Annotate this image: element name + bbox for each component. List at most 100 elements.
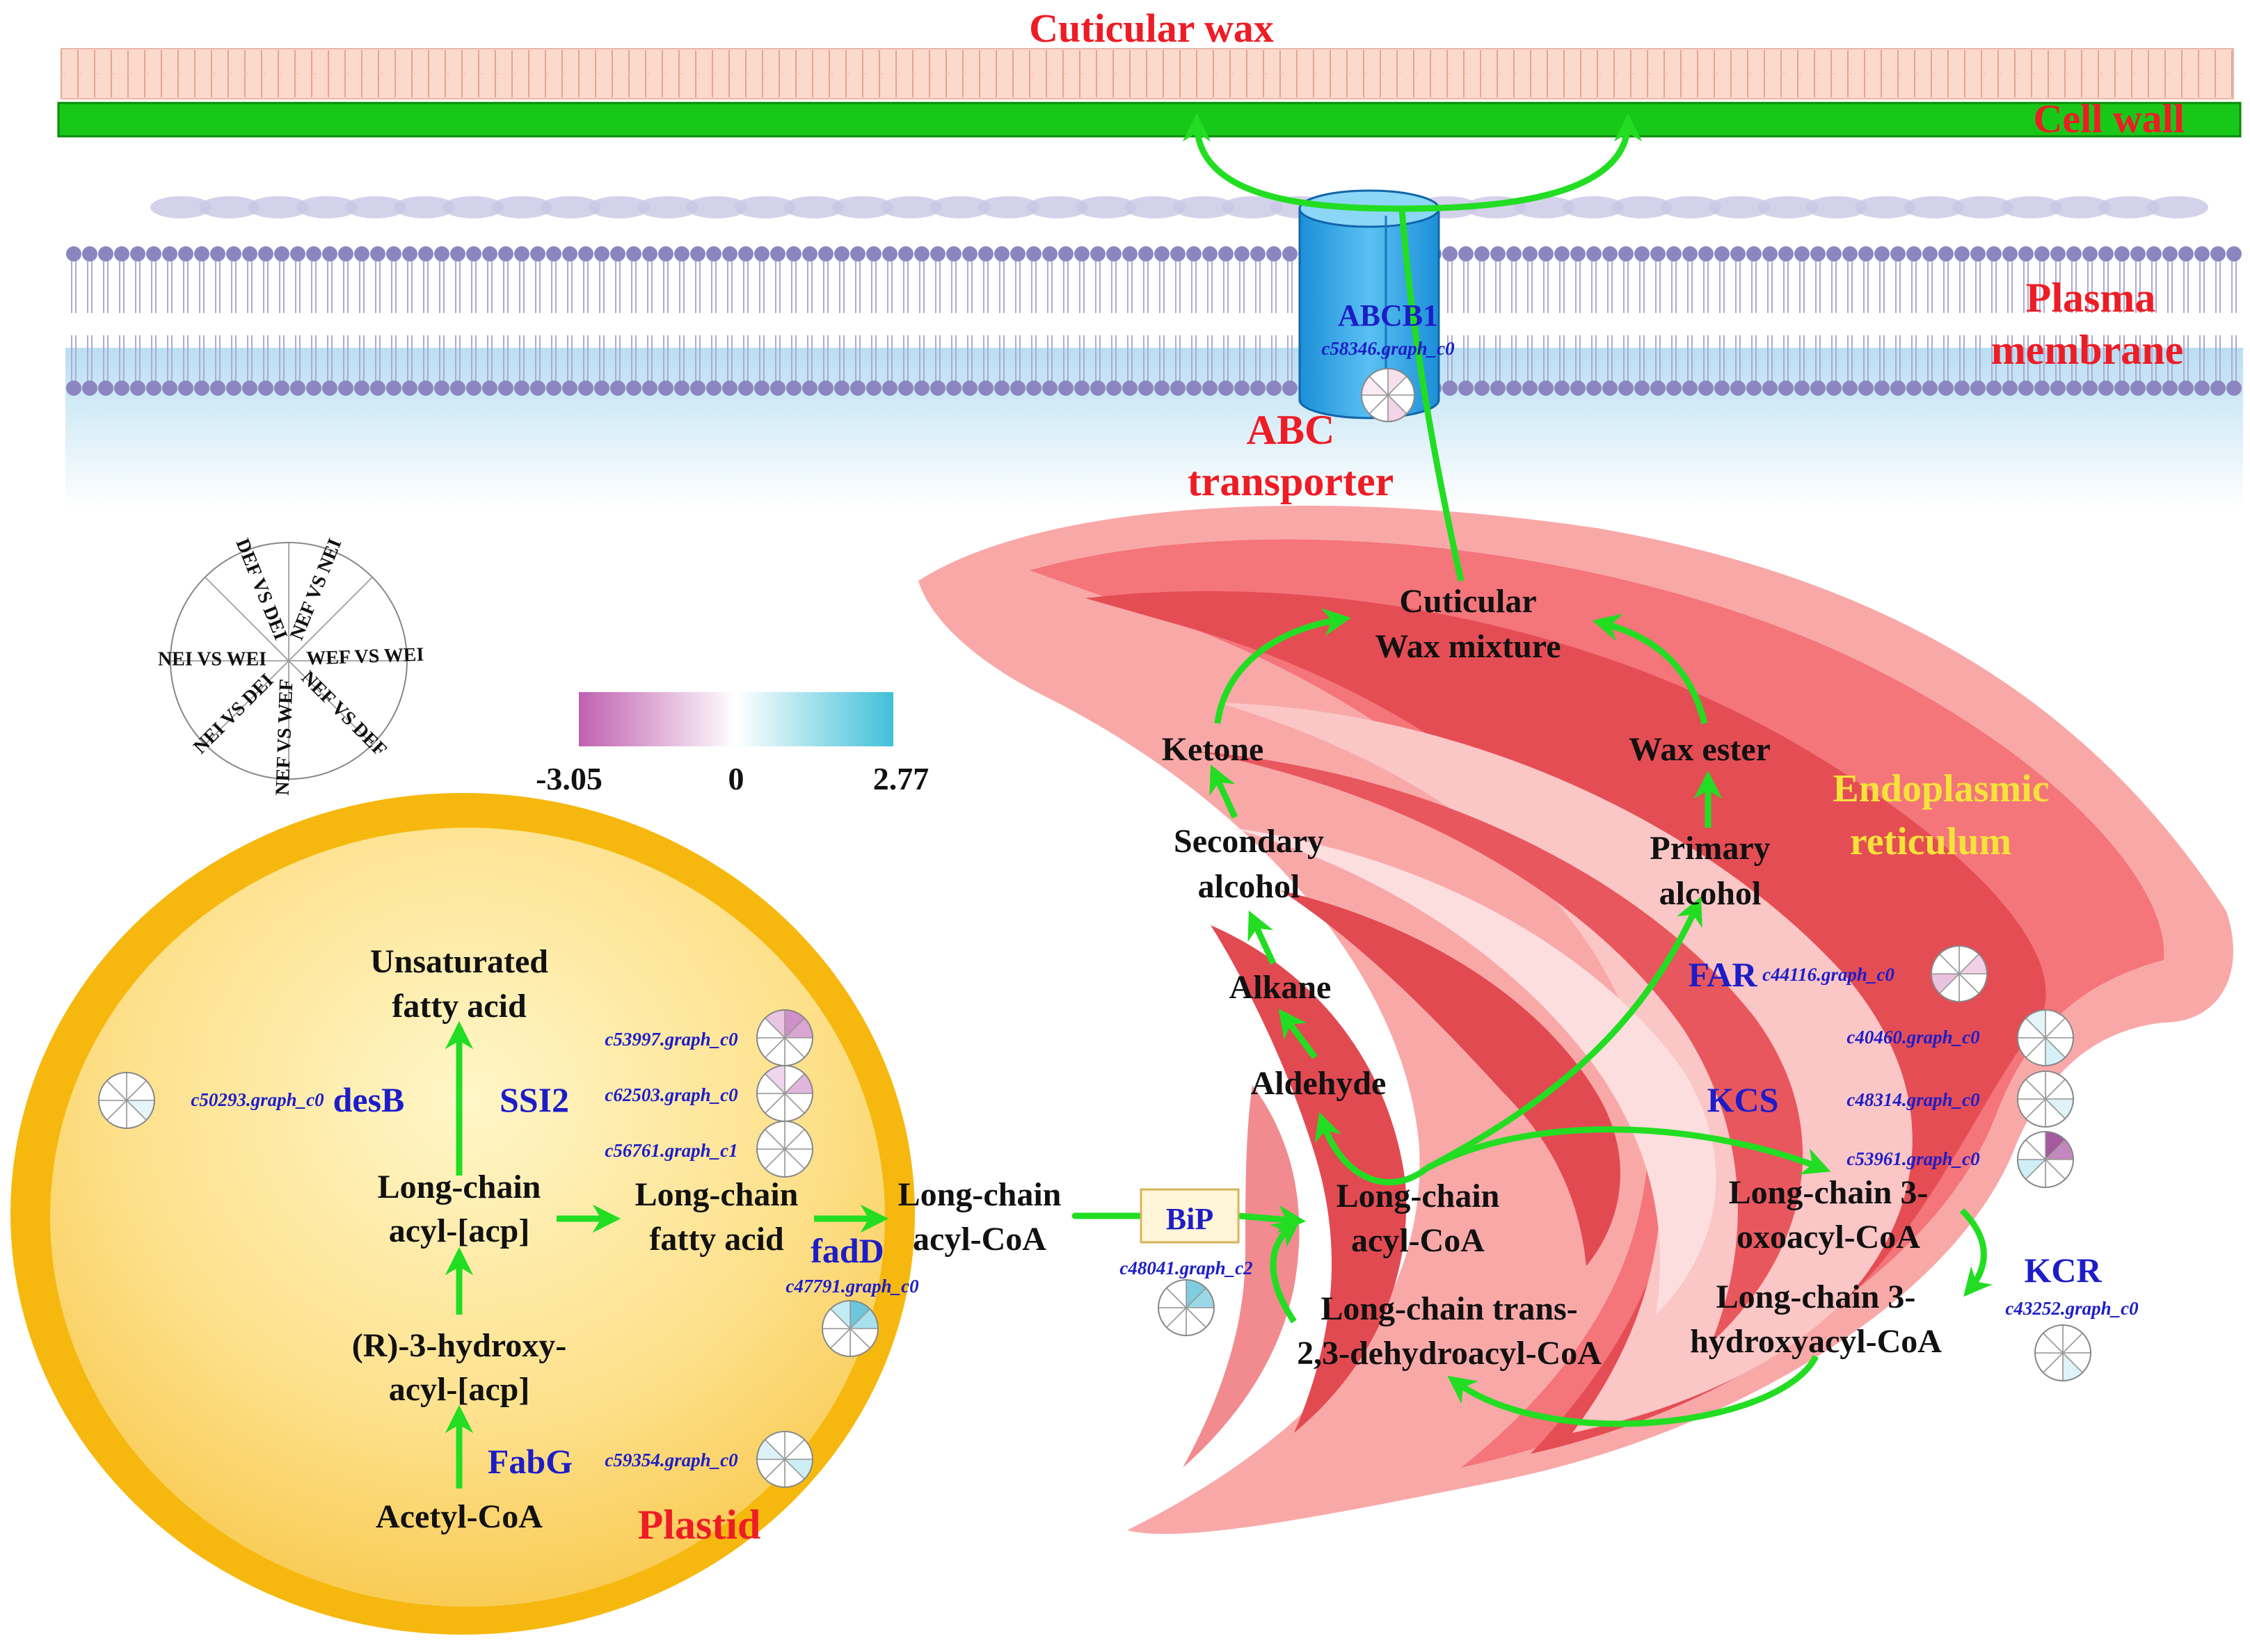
arrow-alkane-to-secondary-alcohol	[1247, 910, 1277, 965]
dehydroacyl-coa-label-1: Long-chain trans-	[1321, 1290, 1577, 1327]
metabolite-labels: Acetyl-CoA (R)-3-hydroxy- acyl-[acp] Lon…	[352, 583, 1942, 1535]
hydroxyacyl-coa-label-1: Long-chain 3-	[1716, 1278, 1916, 1315]
abc-transporter-label-2: transporter	[1188, 458, 1394, 504]
bip-box	[1140, 1188, 1240, 1244]
scale-mid-label: 0	[728, 761, 744, 796]
hydroxyacyl-acp-label-1: (R)-3-hydroxy-	[352, 1327, 566, 1364]
fadd-label: fadD	[811, 1231, 884, 1270]
secondary-alcohol-label-1: Secondary	[1174, 823, 1324, 860]
legend-pie	[170, 542, 408, 780]
arrow-oxoacyl-to-hydroxyacyl	[1959, 1208, 1993, 1297]
gene-ssi2-c: c56761.graph_c1	[605, 1140, 737, 1161]
color-scale: -3.05 0 2.77	[536, 692, 929, 796]
alkane-label: Alkane	[1229, 969, 1332, 1006]
kcs-label: KCS	[1707, 1080, 1779, 1119]
color-scale-bar	[579, 692, 893, 746]
acyl-acp-label-2: acyl-[acp]	[389, 1212, 530, 1249]
acyl-acp-label-1: Long-chain	[378, 1169, 541, 1205]
gene-kcs-c: c53961.graph_c0	[1846, 1148, 1980, 1169]
gene-ssi2-a: c53997.graph_c0	[605, 1029, 738, 1050]
cell-wall-label: Cell wall	[2034, 96, 2185, 141]
abc-transporter-label-1: ABC	[1247, 407, 1335, 453]
plasma-membrane-label-2: membrane	[1991, 327, 2184, 373]
wax-mixture-label-2: Wax mixture	[1375, 628, 1561, 665]
gene-desb: c50293.graph_c0	[191, 1089, 324, 1110]
legend-sector-label-3: WEF VS WEI	[306, 644, 424, 670]
ssi2-label: SSI2	[500, 1080, 569, 1119]
fatty-acid-label-2: fatty acid	[649, 1221, 784, 1258]
oxoacyl-coa-label-2: oxoacyl-CoA	[1737, 1219, 1920, 1256]
primary-alcohol-label-2: alcohol	[1659, 875, 1762, 912]
pie-ssi2_a	[756, 1009, 813, 1066]
bip-label: BiP	[1166, 1202, 1213, 1236]
wax-mixture-label-1: Cuticular	[1399, 583, 1536, 620]
pie-far	[1931, 945, 1988, 1002]
secondary-alcohol-label-2: alcohol	[1198, 868, 1300, 905]
plasma-membrane-label-1: Plasma	[2026, 275, 2156, 321]
cuticular-wax-label: Cuticular wax	[1029, 6, 1274, 51]
legend-sector-label-5: NEF VS WEF	[272, 679, 298, 796]
fatty-acid-label-1: Long-chain	[635, 1176, 799, 1213]
cuticular-wax-layer	[61, 48, 2234, 99]
expression-pies	[98, 368, 2091, 1488]
pie-kcr	[2034, 1324, 2091, 1381]
arrow-acylcoa-to-oxoacyl	[1424, 1126, 1831, 1175]
pie-bip	[1158, 1279, 1215, 1336]
pie-fabg	[756, 1431, 813, 1488]
unsaturated-fa-label-1: Unsaturated	[370, 943, 548, 980]
reaction-arrows	[445, 113, 1993, 1489]
hydroxyacyl-acp-label-2: acyl-[acp]	[389, 1371, 530, 1408]
plastid-acyl-coa-label-2: acyl-CoA	[913, 1221, 1046, 1258]
pie-fadd	[822, 1300, 879, 1357]
er-label-2: reticulum	[1850, 820, 2011, 863]
gene-labels: c58346.graph_c0 c50293.graph_c0 c53997.g…	[191, 338, 2139, 1470]
pie-kcs_c	[2017, 1131, 2074, 1188]
gene-abcb1: c58346.graph_c0	[1321, 338, 1455, 359]
plastid-acyl-coa-label-1: Long-chain	[898, 1176, 1062, 1213]
scale-min-label: -3.05	[536, 761, 603, 796]
pie-desb	[98, 1072, 155, 1129]
arrow-ketone-to-mixture	[1214, 608, 1352, 724]
er-acyl-coa-label-2: acyl-CoA	[1351, 1222, 1485, 1259]
arrow-hydroxyacyl-to-dehydro	[1447, 1354, 1819, 1427]
arrow-transporter-to-wall-right	[1401, 113, 1643, 212]
er-label-1: Endoplasmic	[1833, 767, 2049, 810]
kcr-label: KCR	[2024, 1251, 2102, 1290]
er-acyl-coa-label-1: Long-chain	[1337, 1178, 1500, 1214]
wax-ester-label: Wax ester	[1629, 731, 1771, 768]
gene-ssi2-b: c62503.graph_c0	[605, 1084, 738, 1105]
pie-kcs_b	[2017, 1070, 2074, 1128]
gene-bip: c48041.graph_c2	[1119, 1258, 1252, 1278]
arrow-secondary-alcohol-to-ketone	[1209, 764, 1238, 819]
arrow-transporter-to-wall-left	[1182, 113, 1403, 212]
aldehyde-label: Aldehyde	[1251, 1065, 1387, 1102]
far-label: FAR	[1688, 955, 1757, 994]
abcb1-label: ABCB1	[1338, 298, 1438, 332]
gene-kcr: c43252.graph_c0	[2005, 1298, 2139, 1319]
endoplasmic-reticulum	[918, 506, 2233, 1534]
pie-kcs_a	[2017, 1009, 2074, 1066]
oxoacyl-coa-label-1: Long-chain 3-	[1729, 1174, 1929, 1211]
gene-fadd: c47791.graph_c0	[785, 1276, 919, 1297]
fabg-label: FabG	[488, 1442, 573, 1481]
compartment-labels: Cuticular wax Cell wall Plasma membrane …	[638, 6, 2185, 1548]
arrow-acylcoa-to-primary-alcohol	[1424, 896, 1702, 1171]
arrow-wax-ester-to-mixture	[1592, 614, 1708, 725]
scale-max-label: 2.77	[873, 761, 929, 796]
desb-label: desB	[333, 1080, 405, 1119]
acetyl-coa-label: Acetyl-CoA	[376, 1498, 543, 1535]
arrow-mixture-to-transporter	[1398, 208, 1465, 582]
ketone-label: Ketone	[1162, 731, 1264, 768]
primary-alcohol-label-1: Primary	[1650, 830, 1770, 867]
gene-fabg: c59354.graph_c0	[605, 1450, 738, 1470]
arrow-acylcoa-to-aldehyde	[1314, 1112, 1428, 1186]
legend-sector-label-7: NEI VS WEI	[158, 648, 266, 670]
cell-wall	[57, 102, 2242, 138]
arrow-dehydro-to-acylcoa	[1270, 1219, 1301, 1324]
dehydroacyl-coa-label-2: 2,3-dehydroacyl-CoA	[1297, 1335, 1602, 1372]
pie-ssi2_b	[756, 1065, 813, 1122]
plasma-membrane	[65, 196, 2243, 508]
enzyme-labels: ABCB1 desB SSI2 fadD FabG BiP FAR KCS KC…	[333, 298, 2103, 1481]
